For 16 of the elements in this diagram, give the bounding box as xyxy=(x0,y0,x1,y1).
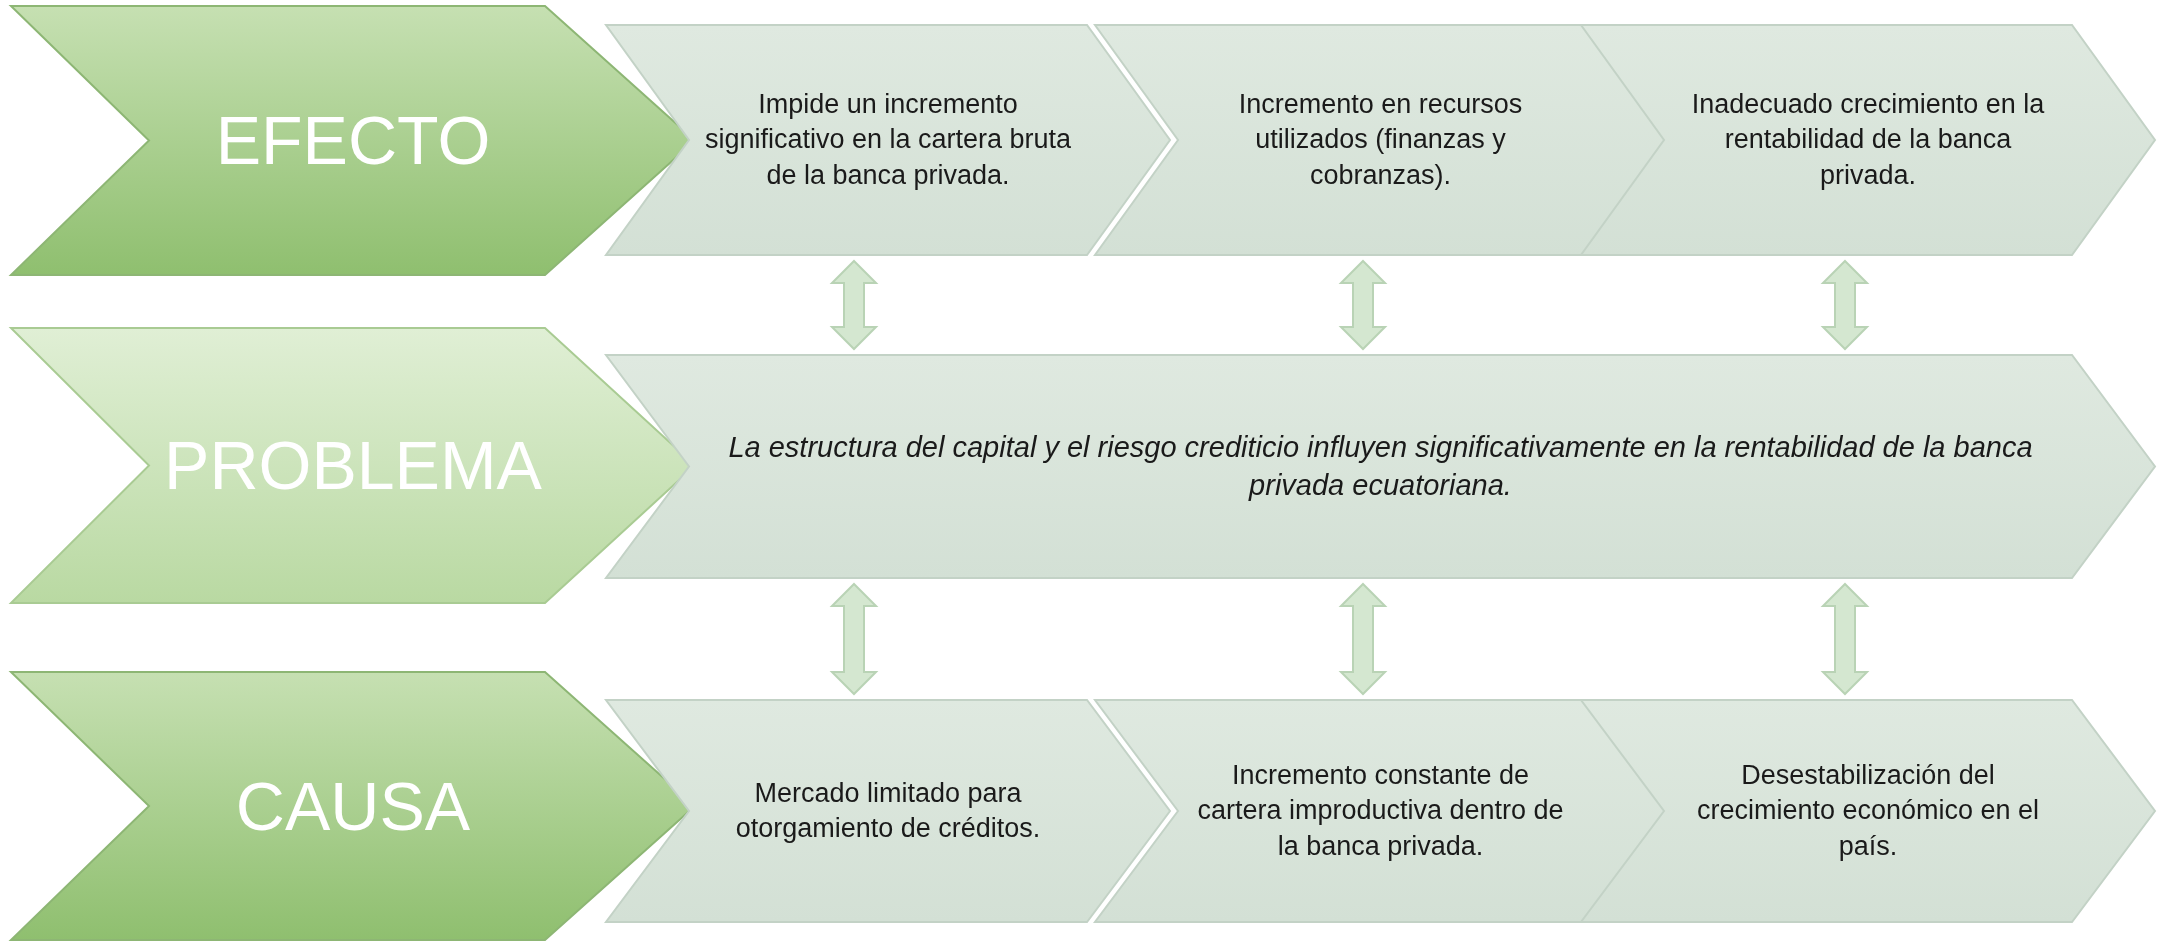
row-heading: PROBLEMA xyxy=(164,428,542,503)
double-arrow xyxy=(1820,259,1870,351)
chevron-text: Desestabilización del crecimiento económico en el país. xyxy=(1695,759,2041,863)
double-arrow xyxy=(829,582,879,696)
row-heading: EFECTO xyxy=(215,103,491,178)
chevron-text: Incremento constante de cartera improductiva dentro de la banca privada. xyxy=(1196,759,1565,863)
chevron-text: Incremento en recursos utilizados (finanzas y cobranzas). xyxy=(1237,88,1524,192)
double-arrow xyxy=(1338,582,1388,696)
row-heading: CAUSA xyxy=(235,768,471,844)
double-arrow xyxy=(1820,582,1870,696)
chevron-text: La estructura del capital y el riesgo crediticio influyen significativamente en la rentabilidad de la banca privada ecuatoriana. xyxy=(727,429,2034,503)
chevron-text: Inadecuado crecimiento en la rentabilidad de la banca privada. xyxy=(1690,88,2046,192)
chevron-text: Mercado limitado para otorgamiento de créditos. xyxy=(734,776,1042,845)
double-arrow xyxy=(1338,259,1388,351)
double-arrow xyxy=(829,259,879,351)
chevron-text: Impide un incremento significativo en la cartera bruta de la banca privada. xyxy=(703,88,1073,192)
